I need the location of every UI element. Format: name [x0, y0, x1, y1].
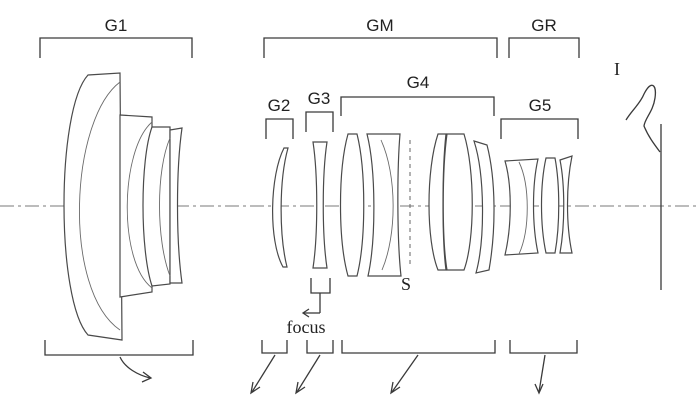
bracket-line: [261, 340, 288, 354]
bracket-gr: [508, 37, 580, 58]
lens-element-surface: [518, 161, 528, 255]
lens-group-g1: [63, 72, 183, 341]
lens-group-g2: [272, 147, 289, 268]
lens-group-g3: [312, 141, 328, 269]
label-g2: G2: [268, 96, 291, 115]
lens-element: [312, 141, 328, 269]
label-focus: focus: [287, 317, 326, 337]
bracket-g4: [340, 96, 495, 116]
bottom-bracket-g3: [295, 340, 334, 395]
bracket-arrowhead: [390, 381, 401, 395]
bracket-g2: [265, 118, 294, 139]
focus-bracket: [310, 278, 331, 294]
label-g1: G1: [105, 16, 128, 35]
bracket-gm: [263, 37, 498, 58]
lens-element: [169, 127, 183, 284]
bottom-bracket-g2: [250, 340, 288, 395]
lens-element: [473, 140, 495, 274]
bottom-bracket-g1: [44, 340, 194, 383]
lens-element: [559, 155, 573, 254]
bracket-line: [306, 340, 334, 354]
bracket-arrow: [296, 354, 321, 393]
bracket-arrow: [119, 356, 151, 379]
bracket-arrowhead: [534, 383, 544, 395]
bracket-arrowhead: [141, 371, 153, 383]
lens-element-surface: [79, 81, 121, 331]
lens-element: [339, 133, 365, 277]
lens-element-surface: [159, 137, 171, 277]
bracket-arrowhead: [250, 381, 261, 395]
lens-element: [504, 158, 539, 256]
label-stop: S: [401, 274, 411, 294]
label-g3: G3: [308, 89, 331, 108]
lens-element: [366, 133, 402, 277]
lens-element-surface: [380, 139, 394, 271]
image-plane-curve: [625, 84, 661, 153]
bracket-g5: [500, 118, 579, 139]
bracket-g1: [39, 37, 193, 58]
label-gr: GR: [531, 16, 557, 35]
bracket-arrow: [391, 354, 419, 393]
bottom-bracket-g5: [509, 340, 578, 395]
label-g5: G5: [529, 96, 552, 115]
bracket-line: [44, 340, 194, 356]
lens-element: [540, 157, 560, 254]
lens-element: [119, 114, 153, 298]
label-gm: GM: [366, 16, 393, 35]
label-g4: G4: [407, 73, 430, 92]
bracket-line: [341, 340, 496, 354]
lens-group-g5: [504, 155, 573, 256]
bracket-line: [509, 340, 578, 354]
lens-element: [272, 147, 289, 268]
lens-element: [442, 133, 473, 271]
lens-element: [63, 72, 123, 341]
lens-group-g4: [339, 133, 495, 277]
label-image-plane: I: [614, 59, 620, 79]
lens-element: [142, 126, 171, 287]
focus-arrow-head: [301, 308, 310, 318]
lens-element-surface: [126, 121, 153, 289]
bracket-g3: [305, 111, 334, 132]
focus-indicator: focus: [287, 278, 331, 337]
bracket-arrowhead: [295, 381, 306, 395]
bracket-arrow: [251, 354, 276, 393]
bracket-arrow: [538, 354, 546, 393]
bottom-bracket-g4: [341, 340, 496, 395]
